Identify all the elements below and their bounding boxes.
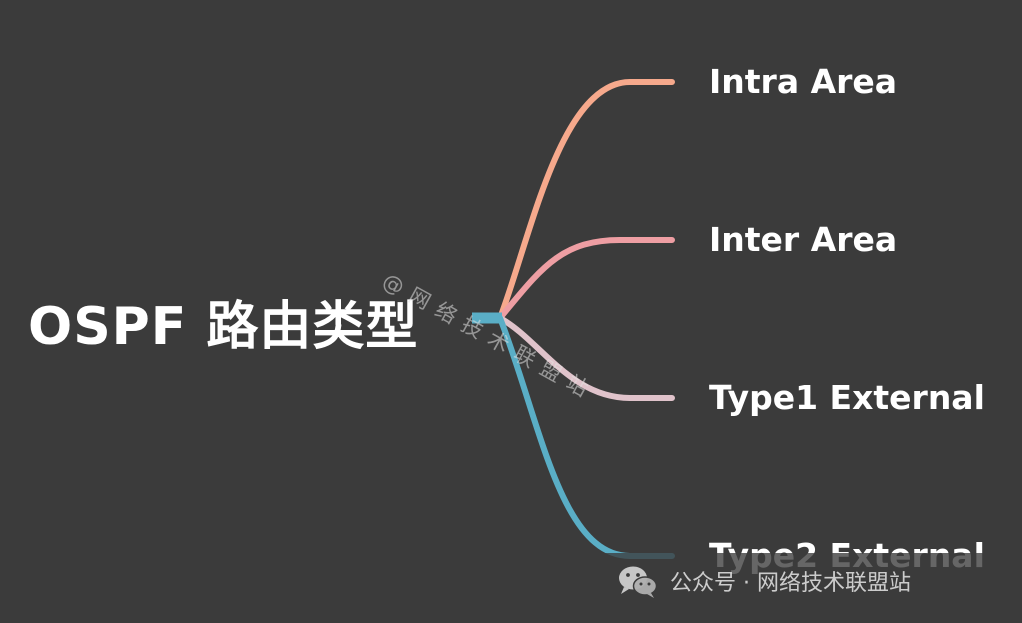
root-node-title: OSPF 路由类型 <box>28 297 419 357</box>
footer-watermark: 公众号 · 网络技术联盟站 <box>598 553 1022 609</box>
branch-line-intra-area <box>497 79 675 321</box>
branch-label-intra-area: Intra Area <box>709 62 898 101</box>
branch-line-type1-external <box>497 315 675 401</box>
footer-watermark-text: 公众号 · 网络技术联盟站 <box>670 571 911 596</box>
branch-line-type2-external <box>497 315 675 559</box>
branch-line-inter-area <box>497 237 675 321</box>
branch-label-inter-area: Inter Area <box>709 220 898 259</box>
branch-label-type1-external: Type1 External <box>709 378 985 417</box>
wechat-icon <box>619 566 658 598</box>
